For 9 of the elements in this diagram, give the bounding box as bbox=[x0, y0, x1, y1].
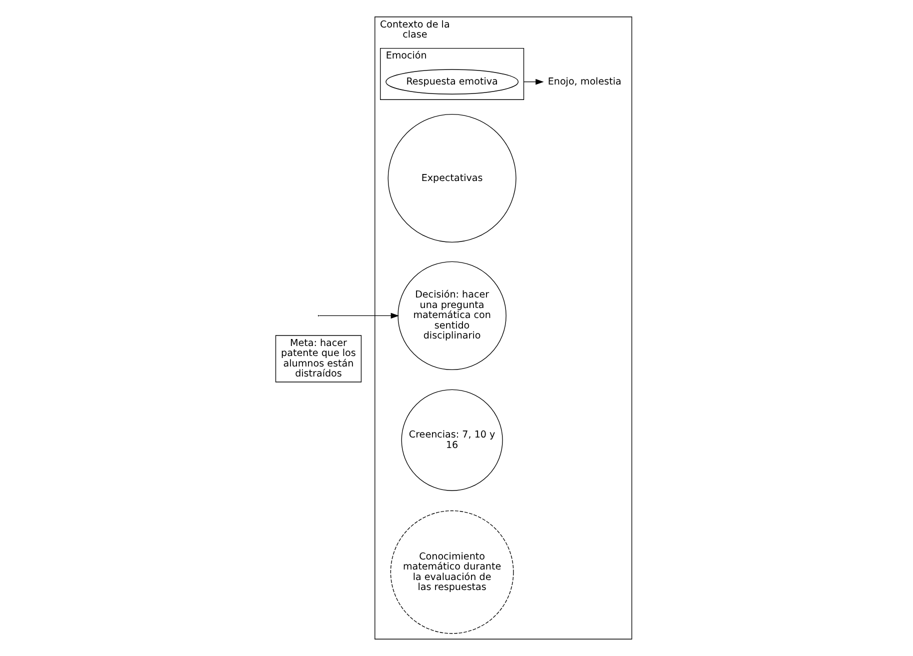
node-circle: Decisión: hacer una pregunta matemática con sentido disciplinario bbox=[398, 261, 506, 370]
arrow bbox=[318, 312, 400, 319]
node-box: Meta: hacer patente que los alumnos están distraídos bbox=[275, 335, 362, 382]
node-circle: Conocimiento matemático durante la evaluación de las respuestas bbox=[390, 510, 514, 634]
arrow bbox=[523, 78, 544, 85]
node-circle: Creencias: 7, 10 y 16 bbox=[401, 389, 503, 491]
node-ellipse: Respuesta emotiva bbox=[386, 69, 519, 94]
node-circle: Expectativas bbox=[388, 114, 516, 243]
node-text: Enojo, molestia bbox=[548, 76, 622, 88]
